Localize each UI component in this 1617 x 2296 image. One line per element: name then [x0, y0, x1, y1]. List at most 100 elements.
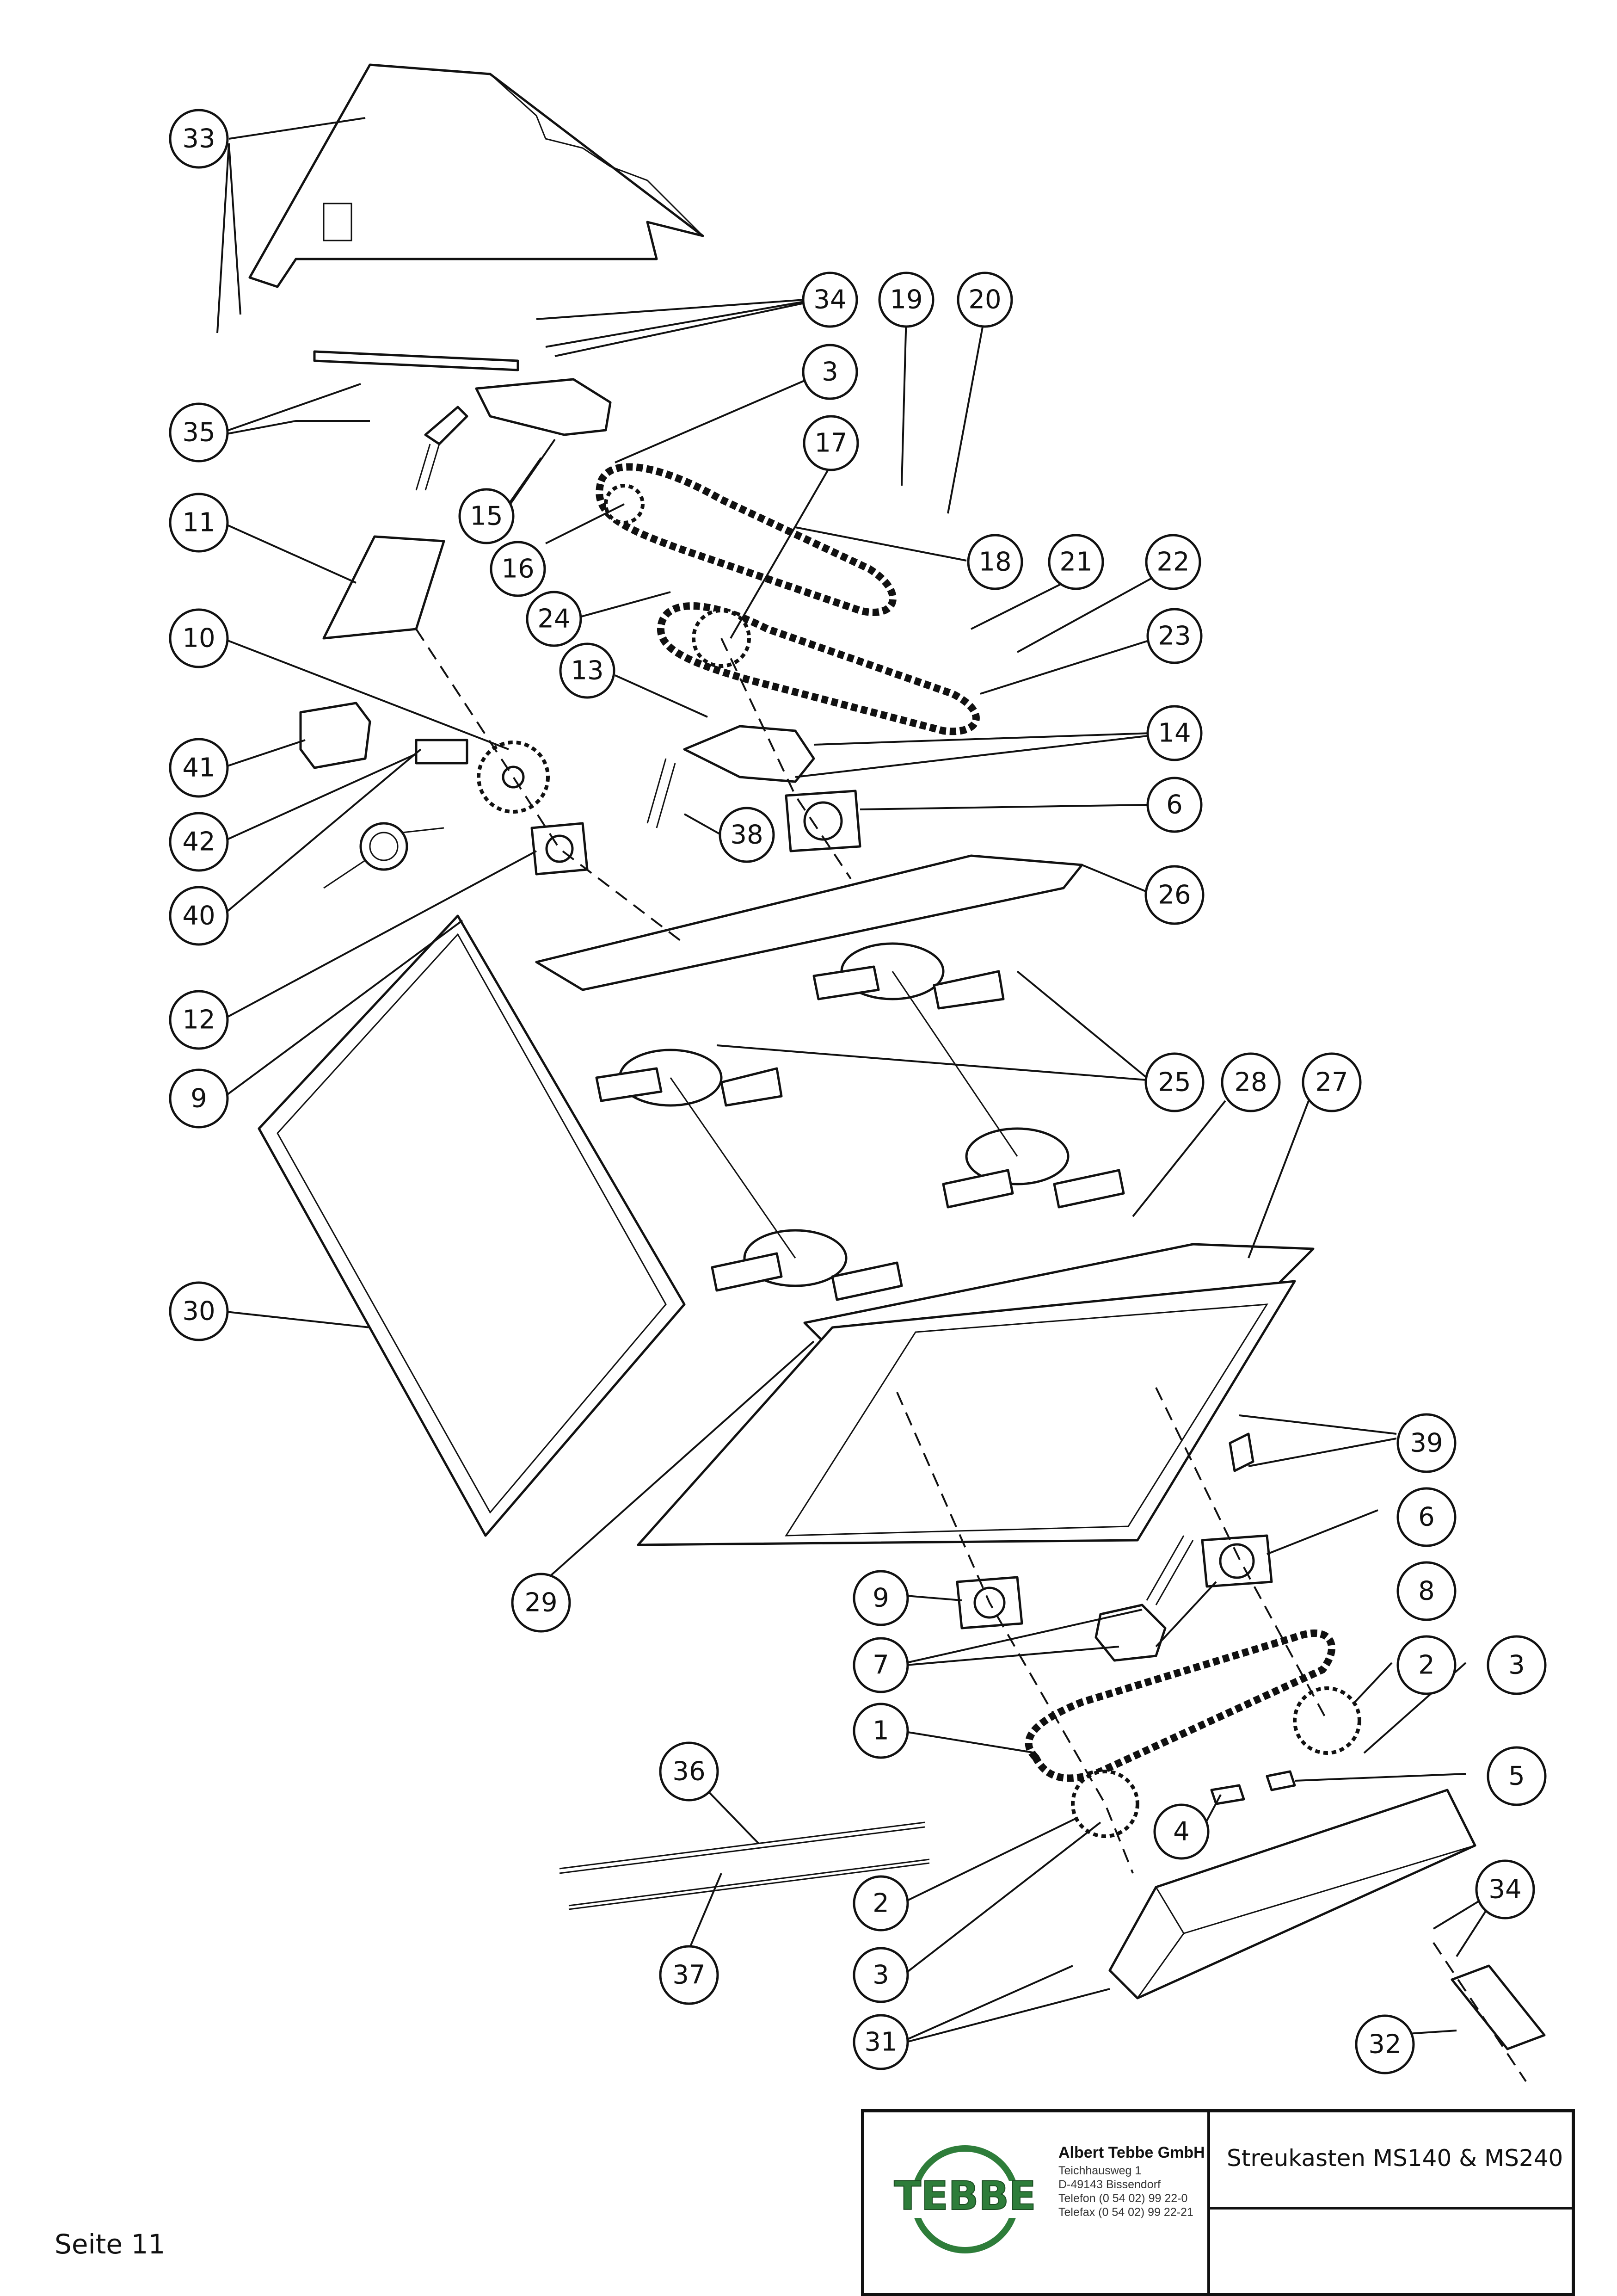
callout-13: 13	[559, 642, 615, 699]
callout-31: 31	[853, 2014, 909, 2070]
callout-3-right: 3	[1487, 1635, 1547, 1695]
svg-text:24: 24	[537, 604, 570, 634]
sprocket-2-left	[1071, 1770, 1139, 1838]
part-7-tensioner	[1094, 1535, 1194, 1662]
page-number: Seite 11	[55, 2228, 166, 2260]
callout-34-lower: 34	[1475, 1859, 1535, 1920]
svg-text:7: 7	[873, 1650, 889, 1680]
part-40-sensor	[415, 739, 468, 765]
part-5-link	[1266, 1770, 1296, 1791]
callout-33: 33	[169, 109, 229, 169]
svg-text:34: 34	[813, 285, 846, 315]
callout-18: 18	[967, 534, 1023, 590]
callout-6-lower: 6	[1396, 1487, 1457, 1547]
svg-text:19: 19	[890, 285, 922, 315]
svg-text:42: 42	[182, 827, 215, 857]
part-4-link	[1210, 1784, 1245, 1805]
svg-text:26: 26	[1158, 880, 1191, 910]
callout-29: 29	[511, 1573, 571, 1633]
part-25-rotors	[595, 942, 1125, 1301]
svg-text:3: 3	[822, 357, 838, 387]
tebbe-logo: TEBBE	[882, 2145, 1048, 2253]
callout-32: 32	[1355, 2014, 1415, 2074]
svg-text:3: 3	[1508, 1650, 1525, 1680]
part-10-sprocket	[477, 741, 550, 814]
svg-text:27: 27	[1315, 1068, 1348, 1098]
part-42-cable-coil	[323, 822, 444, 889]
callout-40: 40	[169, 886, 229, 946]
callout-26: 26	[1144, 865, 1205, 925]
svg-text:12: 12	[182, 1005, 215, 1035]
callout-35: 35	[169, 402, 229, 463]
callout-28: 28	[1221, 1052, 1281, 1112]
svg-text:8: 8	[1418, 1576, 1435, 1606]
svg-text:13: 13	[571, 656, 603, 686]
callout-1: 1	[853, 1703, 909, 1759]
svg-text:20: 20	[968, 285, 1001, 315]
part-11-plate	[322, 535, 445, 640]
callout-37: 37	[659, 1945, 719, 2005]
svg-text:37: 37	[672, 1960, 705, 1990]
svg-text:2: 2	[1418, 1650, 1435, 1680]
callout-5: 5	[1487, 1746, 1547, 1806]
svg-text:38: 38	[730, 820, 763, 850]
callout-2-right: 2	[1396, 1635, 1457, 1695]
title-block-title-cell: Streukasten MS140 & MS240	[1210, 2112, 1572, 2210]
svg-text:32: 32	[1368, 2030, 1401, 2060]
callout-38: 38	[719, 807, 775, 863]
callout-14: 14	[1146, 705, 1203, 761]
callout-6-upper: 6	[1146, 777, 1203, 833]
svg-text:4: 4	[1173, 1817, 1190, 1847]
svg-text:6: 6	[1418, 1502, 1435, 1532]
svg-text:30: 30	[182, 1296, 215, 1327]
part-31-lower-cover	[1108, 1789, 1476, 2000]
assembly-axes	[415, 628, 1527, 2082]
svg-text:11: 11	[182, 508, 215, 538]
svg-text:36: 36	[672, 1757, 705, 1787]
callout-11: 11	[169, 493, 229, 553]
address-line: D-49143 Bissendorf	[1058, 2178, 1161, 2191]
svg-text:22: 22	[1156, 547, 1189, 577]
part-29-bottom-plate	[637, 1280, 1296, 1546]
callout-19: 19	[878, 272, 935, 328]
part-26-frame	[535, 854, 1083, 991]
callout-39: 39	[1396, 1413, 1457, 1473]
callout-36: 36	[659, 1741, 719, 1802]
part-12-bearing	[530, 822, 589, 876]
title-block-company-cell: TEBBE Albert Tebbe GmbH Teichhausweg 1 D…	[864, 2112, 1210, 2293]
svg-text:25: 25	[1158, 1068, 1191, 1098]
svg-text:23: 23	[1158, 621, 1191, 651]
callout-9-lower: 9	[853, 1570, 909, 1626]
callout-8: 8	[1396, 1561, 1457, 1621]
part-15-tensioner-upper	[415, 378, 612, 491]
sprocket-2-right	[1293, 1686, 1361, 1755]
callout-21: 21	[1048, 534, 1104, 590]
callout-25: 25	[1144, 1052, 1205, 1112]
svg-text:21: 21	[1059, 547, 1092, 577]
svg-text:40: 40	[182, 901, 215, 931]
svg-text:33: 33	[182, 124, 215, 154]
part-35-rod	[313, 350, 519, 371]
address-line: Teichhausweg 1	[1058, 2164, 1142, 2177]
callout-4: 4	[1153, 1803, 1210, 1860]
callout-24: 24	[526, 591, 582, 647]
callout-3-lower: 3	[853, 1947, 909, 2003]
part-32-bracket	[1451, 1964, 1546, 2050]
part-41-motor	[299, 702, 371, 769]
svg-text:1: 1	[873, 1716, 889, 1746]
svg-text:3: 3	[873, 1960, 889, 1990]
svg-text:5: 5	[1508, 1761, 1525, 1791]
callout-22: 22	[1145, 534, 1201, 590]
svg-text:16: 16	[501, 554, 534, 584]
callout-7: 7	[853, 1637, 909, 1693]
svg-text:17: 17	[814, 428, 847, 458]
callout-10: 10	[169, 608, 229, 668]
svg-text:35: 35	[182, 418, 215, 448]
chain-18	[596, 463, 897, 616]
svg-text:15: 15	[470, 501, 503, 531]
callout-15: 15	[458, 488, 515, 544]
part-33-top-cover	[248, 63, 704, 288]
phone-line: Telefon (0 54 02) 99 22-0	[1058, 2192, 1188, 2205]
callout-3-upper: 3	[802, 344, 858, 400]
